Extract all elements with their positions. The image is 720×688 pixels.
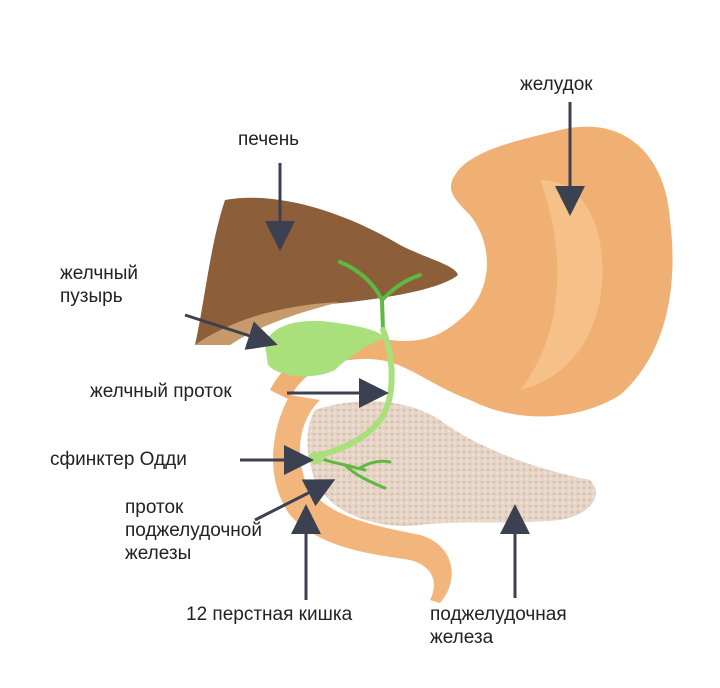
pancreas [307,401,596,526]
pancreatic-duct-label: проток поджелудочной железы [125,497,262,564]
stomach-label: желудок [520,74,593,95]
gallbladder-label: желчный пузырь [60,263,138,307]
duodenum [273,395,452,603]
gallbladder [265,320,385,377]
pancreas-label: поджелудочная железа [430,604,567,648]
duodenum-label: 12 перстная кишка [186,604,353,625]
bile-duct [316,260,422,490]
liver [195,197,458,345]
gallbladder-arrow [184,313,278,350]
sphincter-label: сфинктер Одди [50,449,187,470]
pancreatic-duct-arrow [254,479,336,522]
bile-duct-label: желчный проток [90,381,232,402]
liver-label: печень [238,129,300,150]
